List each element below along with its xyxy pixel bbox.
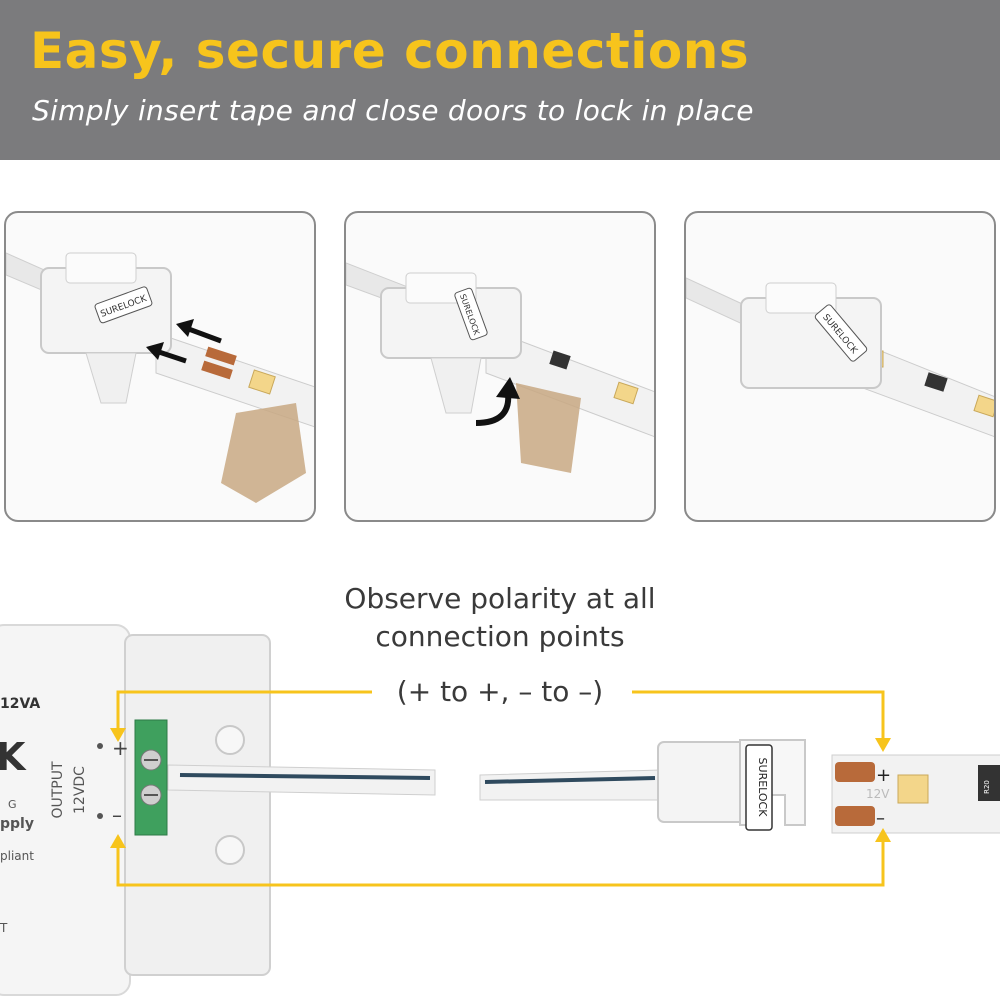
tape-plus-label: + [876,765,891,786]
driver-text-fragment-3: pliant [0,849,34,863]
page-subtitle: Simply insert tape and close doors to lo… [32,94,754,127]
curved-arrow-up-icon [475,377,520,426]
step-1-illustration: SURELOCK [6,252,314,503]
cable [167,764,661,801]
driver-text-fragment-2: pply [0,816,34,832]
polarity-arrowheads [110,728,891,848]
step-3-illustration: SURELOCK [686,277,994,438]
polarity-arrows [116,690,885,887]
surelock-connector: SURELOCK [657,739,806,831]
driver-text-fragment-1: G [8,798,17,811]
polarity-caption-line-3: (+ to +, – to –) [396,675,604,708]
driver-rating-label: 12VA [0,696,40,712]
tape-minus-label: – [876,808,885,829]
step-3-panel: SURELOCK [684,211,996,522]
arrow-right-icon [146,342,187,364]
connector-label: SURELOCK [756,758,769,818]
arrow-right-icon [176,319,222,344]
polarity-caption-line-2: connection points [375,620,625,653]
power-driver: 12VA K G pply pliant T OUTPUT 12VDC + – [0,624,271,996]
driver-brand-fragment: K [0,735,27,779]
polarity-diagram: 12VA K G pply pliant T OUTPUT 12VDC + – … [0,624,1000,996]
step-2-illustration: SURELOCK [346,262,654,473]
step-1-panel: SURELOCK [4,211,316,522]
tape-voltage-label: 12V [866,787,890,801]
page-title: Easy, secure connections [30,22,750,80]
header-banner: Easy, secure connections Simply insert t… [0,0,1000,160]
step-2-panel: SURELOCK [344,211,656,522]
driver-text-fragment-4: T [0,921,8,935]
led-tape: + – 12V R20 [831,754,1000,834]
driver-voltage-label: 12VDC [72,766,88,814]
polarity-caption-line-1: Observe polarity at all [344,582,656,615]
driver-plus-label: + [112,736,129,760]
driver-output-label: OUTPUT [50,761,66,819]
tape-resistor-label: R20 [983,780,991,794]
driver-minus-label: – [112,803,122,827]
